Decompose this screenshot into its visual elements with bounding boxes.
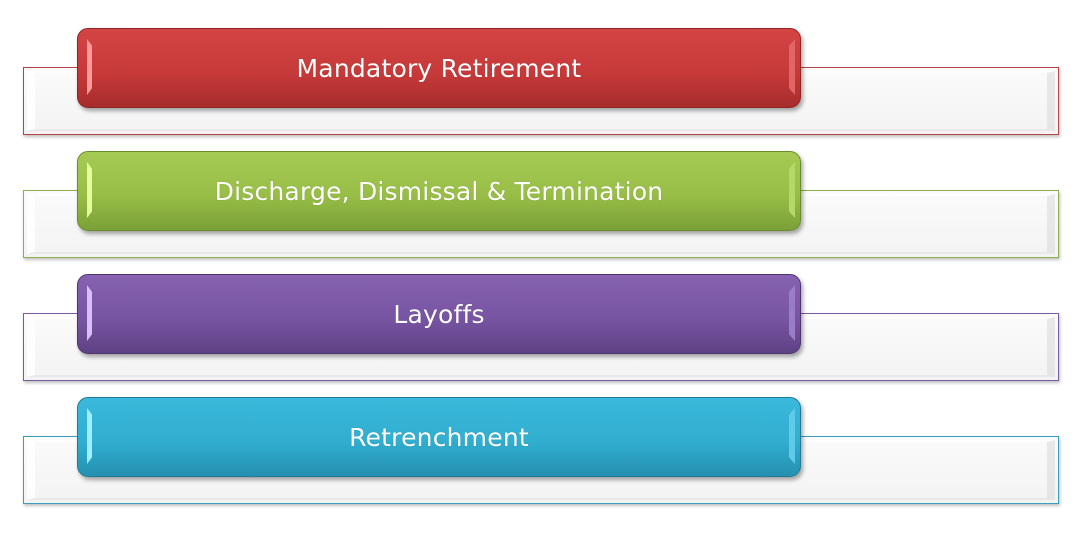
item-label: Retrenchment bbox=[349, 422, 529, 452]
item-label: Layoffs bbox=[393, 299, 485, 329]
list-item-retrenchment: Retrenchment bbox=[0, 397, 1089, 517]
item-label: Discharge, Dismissal & Termination bbox=[214, 176, 664, 206]
item-bar: Mandatory Retirement bbox=[77, 28, 801, 108]
item-bar: Layoffs bbox=[77, 274, 801, 354]
item-label: Mandatory Retirement bbox=[296, 53, 582, 83]
list-item-layoffs: Layoffs bbox=[0, 274, 1089, 394]
item-bar: Retrenchment bbox=[77, 397, 801, 477]
list-item-mandatory-retirement: Mandatory Retirement bbox=[0, 28, 1089, 148]
list-item-discharge-dismissal-termination: Discharge, Dismissal & Termination bbox=[0, 151, 1089, 271]
item-bar: Discharge, Dismissal & Termination bbox=[77, 151, 801, 231]
